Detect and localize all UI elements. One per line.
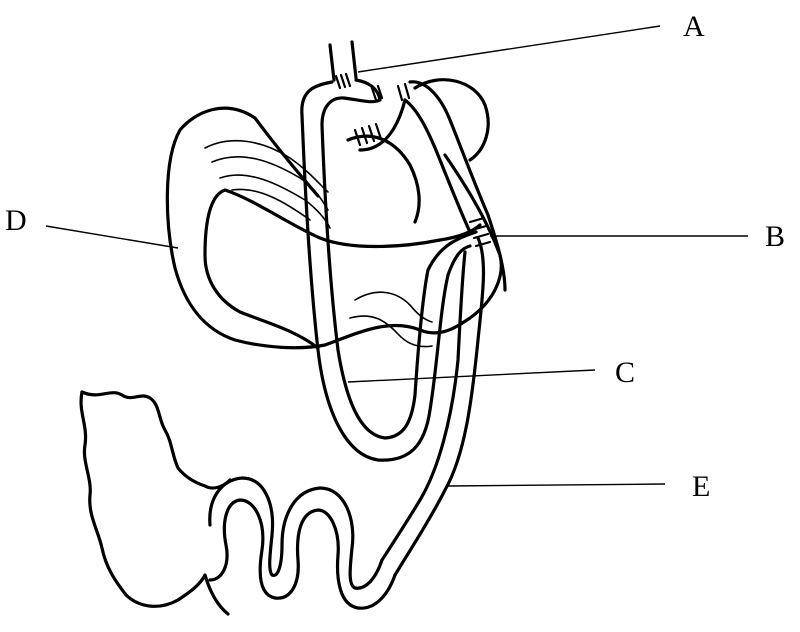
large-bowel <box>79 390 232 616</box>
label-b: B <box>765 220 785 253</box>
afferent-loop <box>403 80 507 292</box>
label-d: D <box>5 204 27 237</box>
label-a: A <box>683 10 705 43</box>
roux-limb <box>300 78 478 462</box>
label-e: E <box>692 470 710 503</box>
esophagus <box>328 40 358 82</box>
leader-line-a <box>357 25 661 73</box>
gastric-fundus <box>346 78 490 224</box>
labels: A B C D E <box>5 10 785 503</box>
leader-lines <box>45 25 748 487</box>
label-c: C <box>615 356 635 389</box>
suture-marks <box>334 72 492 248</box>
leader-line-c <box>347 369 596 383</box>
efferent-limb <box>380 236 486 577</box>
small-bowel <box>208 476 397 610</box>
leader-line-d <box>45 225 179 249</box>
leader-line-e <box>447 483 666 487</box>
